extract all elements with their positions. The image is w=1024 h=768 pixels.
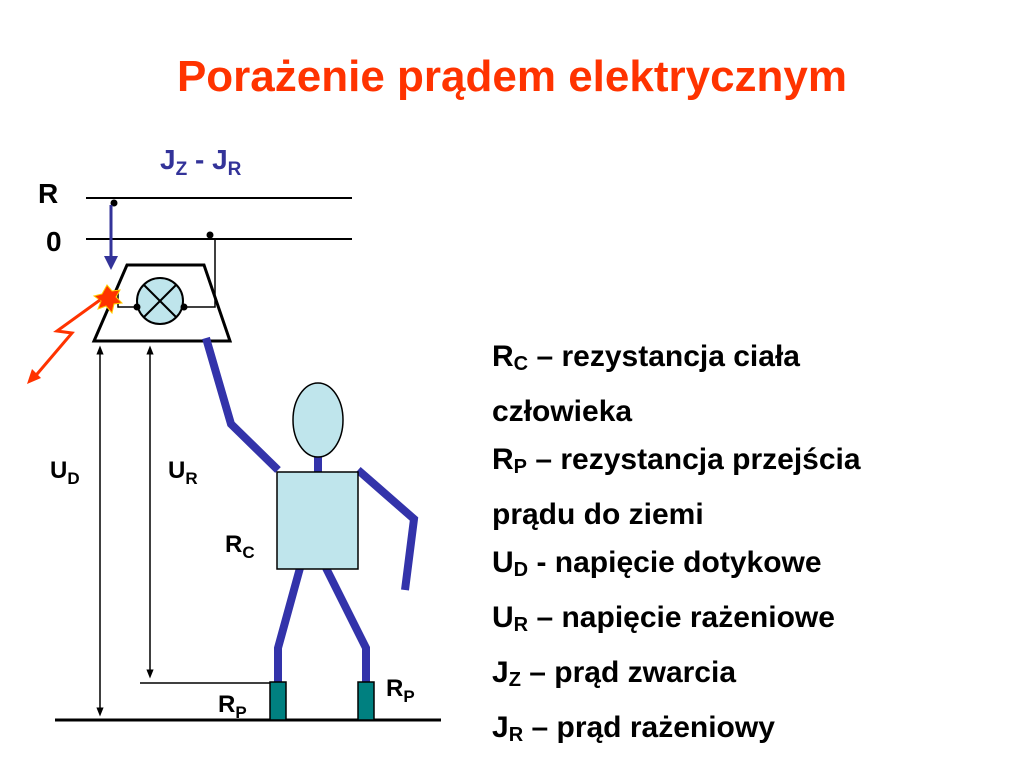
legend-item: JZ – prąd zwarcia — [492, 656, 737, 691]
ur-label: UR — [168, 457, 198, 488]
connection-dot-r — [110, 199, 118, 207]
person-right-foot — [357, 681, 375, 721]
line-0-label: 0 — [46, 226, 62, 257]
ud-label: UD — [50, 457, 80, 488]
lamp-terminal-left — [133, 303, 141, 311]
legend-item: RC – rezystancja ciała — [492, 340, 800, 375]
lamp-terminal-right — [180, 303, 188, 311]
rc-label: RC — [225, 531, 255, 562]
legend-item: człowieka — [492, 395, 633, 428]
person-right-leg — [322, 566, 370, 684]
slide-title: Porażenie prądem elektrycznym — [176, 52, 848, 101]
person-left-leg — [274, 566, 304, 684]
person-left-arm — [202, 336, 281, 473]
spark-icon — [92, 284, 124, 315]
lightning-arrowhead — [27, 369, 41, 384]
line-r-label: R — [38, 178, 58, 209]
rp-left-label: RP — [218, 691, 247, 722]
lightning-bolt-icon — [30, 298, 101, 381]
device-wire-right — [184, 238, 216, 308]
legend: RC – rezystancja ciała człowieka RP – re… — [492, 333, 1012, 759]
legend-item: RP – rezystancja przejścia — [492, 443, 861, 478]
rp-right-label: RP — [386, 675, 415, 706]
legend-item: JR – prąd rażeniowy — [492, 711, 775, 746]
person-torso — [276, 471, 359, 570]
connection-dot-0 — [206, 231, 214, 239]
person-head — [292, 382, 344, 458]
person-right-arm — [355, 466, 419, 591]
lamp-cross-2 — [143, 284, 177, 318]
legend-item: UD - napięcie dotykowe — [492, 546, 822, 581]
fault-current-arrowhead — [104, 256, 118, 270]
person-left-foot — [269, 681, 287, 721]
device-wire-left — [117, 292, 137, 308]
current-label: JZ - JR — [160, 144, 242, 180]
legend-item: prądu do ziemi — [492, 498, 704, 531]
legend-item: UR – napięcie rażeniowe — [492, 601, 835, 636]
